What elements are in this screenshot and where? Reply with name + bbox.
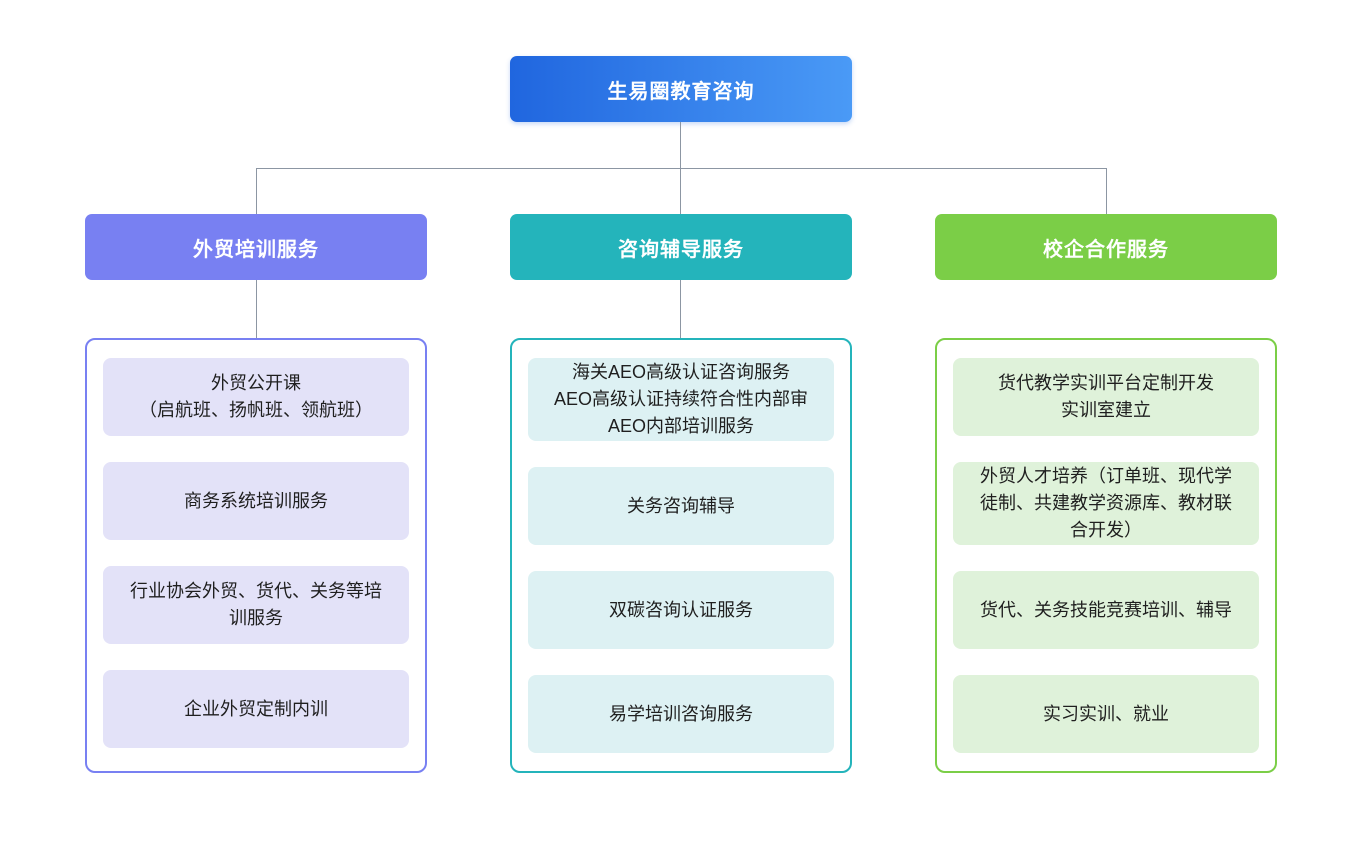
leaf-node: 货代、关务技能竞赛培训、辅导: [953, 571, 1259, 649]
branch-header-school-enterprise-cooperation: 校企合作服务: [935, 214, 1277, 280]
branch-container-consulting-coaching: 海关AEO高级认证咨询服务 AEO高级认证持续符合性内部审 AEO内部培训服务 …: [510, 338, 852, 773]
leaf-node: 商务系统培训服务: [103, 462, 409, 540]
leaf-node: 货代教学实训平台定制开发 实训室建立: [953, 358, 1259, 436]
leaf-node: 海关AEO高级认证咨询服务 AEO高级认证持续符合性内部审 AEO内部培训服务: [528, 358, 834, 441]
leaf-node: 双碳咨询认证服务: [528, 571, 834, 649]
leaf-node: 行业协会外贸、货代、关务等培训服务: [103, 566, 409, 644]
leaf-node: 关务咨询辅导: [528, 467, 834, 545]
connector-drop-right: [1106, 168, 1107, 214]
leaf-node: 外贸人才培养（订单班、现代学徒制、共建教学资源库、教材联合开发）: [953, 462, 1259, 545]
connector-left-container-stem: [256, 280, 257, 338]
root-node: 生易圈教育咨询: [510, 56, 852, 122]
leaf-node: 企业外贸定制内训: [103, 670, 409, 748]
branch-container-foreign-trade-training: 外贸公开课 （启航班、扬帆班、领航班） 商务系统培训服务 行业协会外贸、货代、关…: [85, 338, 427, 773]
leaf-node: 实习实训、就业: [953, 675, 1259, 753]
root-node-label: 生易圈教育咨询: [607, 80, 755, 103]
branch-header-label: 咨询辅导服务: [618, 238, 744, 261]
connector-root-stem: [680, 122, 681, 168]
branch-header-label: 校企合作服务: [1043, 238, 1169, 261]
connector-branch-bar: [256, 168, 1106, 169]
branch-header-foreign-trade-training: 外贸培训服务: [85, 214, 427, 280]
branch-header-consulting-coaching: 咨询辅导服务: [510, 214, 852, 280]
leaf-node: 易学培训咨询服务: [528, 675, 834, 753]
connector-drop-left: [256, 168, 257, 214]
branch-container-school-enterprise-cooperation: 货代教学实训平台定制开发 实训室建立 外贸人才培养（订单班、现代学徒制、共建教学…: [935, 338, 1277, 773]
connector-drop-center: [680, 168, 681, 214]
leaf-node: 外贸公开课 （启航班、扬帆班、领航班）: [103, 358, 409, 436]
branch-header-label: 外贸培训服务: [193, 238, 319, 261]
connector-center-container-stem: [680, 280, 681, 338]
